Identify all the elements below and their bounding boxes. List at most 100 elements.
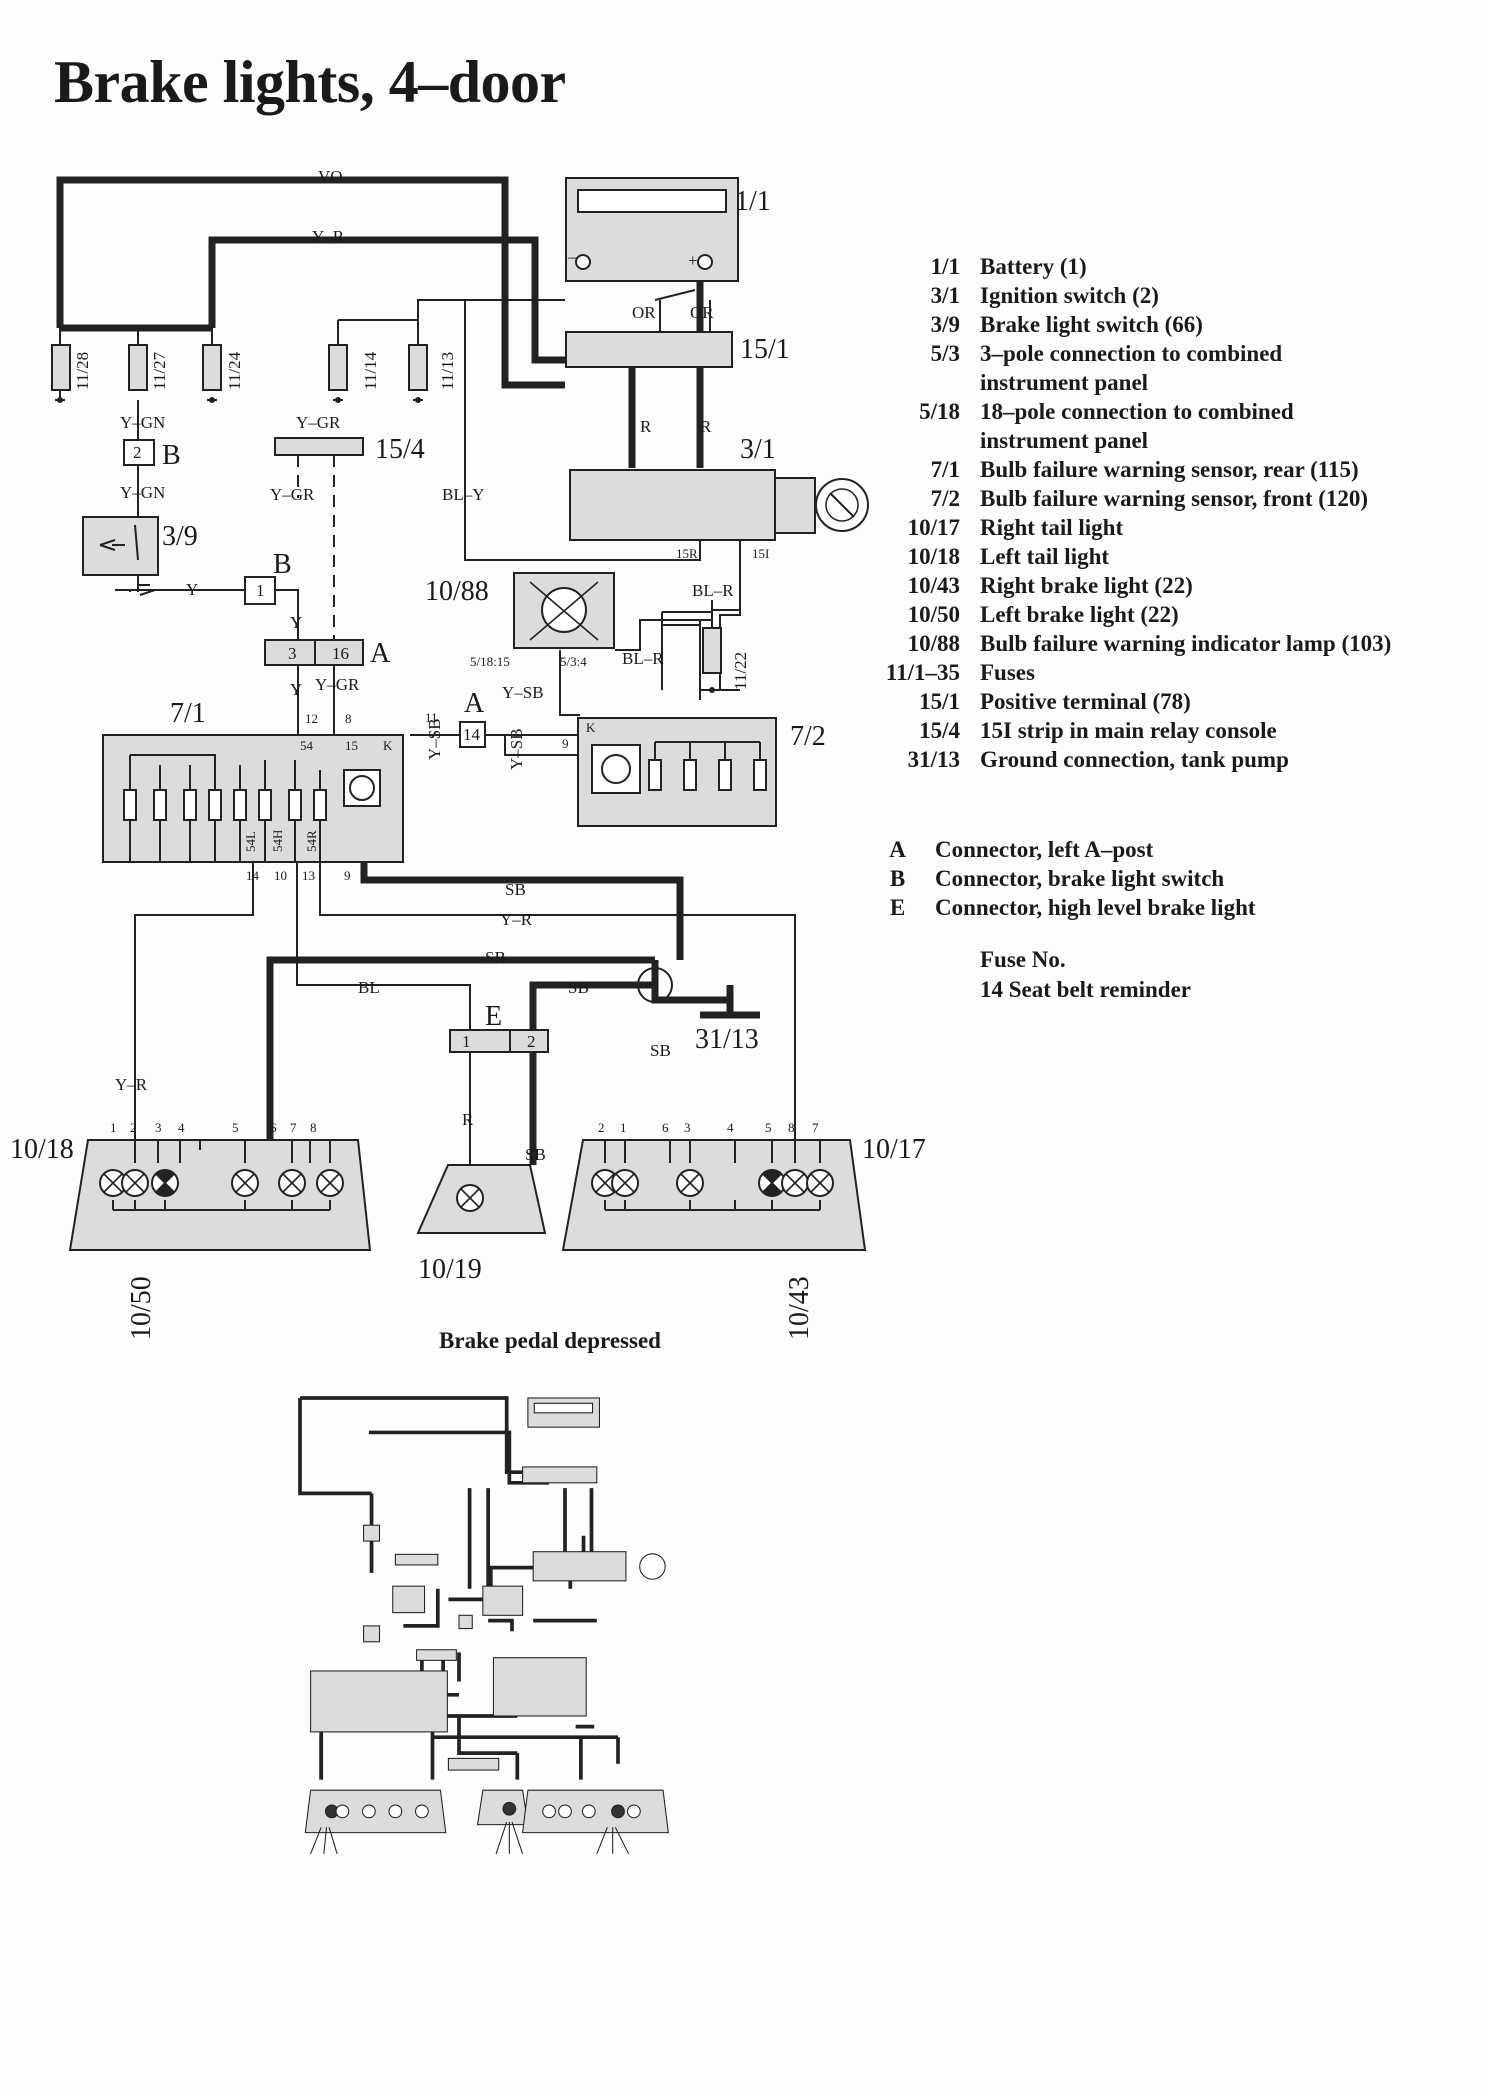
svg-text:11/27: 11/27 [150,351,169,390]
wire-bly: BL–Y [442,485,485,504]
left-tail-pin: 4 [178,1120,185,1135]
left-tail-pin: 6 [270,1120,277,1135]
pin-54: 54 [300,738,314,753]
brake-light-switch [82,516,159,576]
fuse-note: Fuse No. 14 Seat belt reminder [980,945,1191,1005]
connector-code: E [889,895,906,920]
legend-desc: Right brake light (22) [980,573,1193,598]
right-tail-bulb [611,1169,639,1197]
svg-text:2: 2 [133,443,142,462]
positive-terminal [565,331,733,368]
legend-code: 5/3 [930,341,960,366]
connector-b: 2 [123,439,155,466]
ground-symbol [637,967,760,1019]
svg-text:11/14: 11/14 [361,351,380,390]
legend-desc: Battery (1) [980,254,1087,279]
subtitle: Brake pedal depressed [439,1328,661,1353]
wire-y2: Y [290,613,302,632]
legend-desc: Ignition switch (2) [980,283,1159,308]
battery-plus: + [688,251,698,270]
pin-11: 11 [425,710,438,725]
connector-code: A [889,837,906,862]
wire-ygr3: Y–GR [315,675,360,694]
legend-code: 3/1 [930,283,960,308]
warning-lamp [513,572,615,649]
legend-desc: Right tail light [980,515,1124,540]
left-tail-pin: 5 [232,1120,239,1135]
connector-row: A Connector, left A–post [860,835,1256,864]
legend-desc: Left tail light [980,544,1110,569]
pin-5-18: 5/18:15 [470,654,510,669]
wire-ygr2: Y–GR [270,485,315,504]
left-tail-bulb [316,1169,344,1197]
wire-yr3: Y–R [115,1075,148,1094]
pin-13: 13 [302,868,315,883]
pin-15i: 15I [752,546,769,561]
pin-9: 9 [344,868,351,883]
left-tail-bulb [278,1169,306,1197]
legend-code: 5/18 [919,399,960,424]
legend-desc: Ground connection, tank pump [980,747,1289,772]
letter-b2: B [273,549,292,580]
ignition-switch [569,469,869,541]
right-tail-bulb [806,1169,834,1197]
wire-r3: R [462,1110,474,1129]
legend-code: 11/1–35 [885,660,960,685]
depressed-diagram [298,1396,669,1855]
right-tail-pin: 8 [788,1120,795,1135]
connector-desc: Connector, left A–post [935,837,1154,862]
pin-9-72: 9 [562,736,569,751]
connector-e: 1 2 [449,1029,549,1053]
fuse-11-27: 11/27 [128,344,169,391]
wire-r1: R [640,417,652,436]
legend-desc-cont: instrument panel [980,428,1149,453]
left-tail-bulb [231,1169,259,1197]
left-tail-bulb [121,1169,149,1197]
pin-54l: 54L [243,831,258,852]
legend-desc-cont: instrument panel [980,370,1149,395]
legend-code: 15/1 [919,689,960,714]
pin-5-3: 5/3:4 [560,654,587,669]
pin-15r: 15R [676,546,698,561]
label-brake-switch: 3/9 [162,521,198,552]
legend-row: 1/1 Battery (1) [860,252,1489,281]
wire-blr2: BL–R [622,649,664,668]
wire-ygr1: Y–GR [296,413,341,432]
legend-code: 10/88 [907,631,960,656]
legend-desc: Positive terminal (78) [980,689,1191,714]
legend-code: 31/13 [907,747,960,772]
left-tail-pin: 1 [110,1120,117,1135]
wire-sb4: SB [650,1041,671,1060]
label-hl-brake: 10/19 [418,1254,482,1285]
label-sensor-rear: 7/1 [170,698,206,729]
connector-a: 3 16 [264,639,364,666]
label-right-tail: 10/17 [862,1134,926,1165]
svg-text:11/28: 11/28 [73,352,92,390]
label-right-brake: 10/43 [784,1276,815,1340]
left-tail-pin: 3 [155,1120,162,1135]
legend-row: 31/13 Ground connection, tank pump [860,745,1489,774]
wire-ysb2: Y–SB [425,718,444,760]
left-tail-pin: 7 [290,1120,297,1135]
wire-bl: BL [358,978,380,997]
fuse-11-14: 11/14 [328,344,380,403]
right-tail-pin: 3 [684,1120,691,1135]
wire-vo: VO [318,167,343,186]
left-tail-pin: 2 [130,1120,137,1135]
legend-code: 1/1 [930,254,960,279]
wires-thick [56,176,730,1165]
pin-k: K [383,738,393,753]
high-level-bulb [456,1184,484,1212]
right-tail-light [561,1139,867,1251]
strip-15i [274,437,364,456]
wire-sb1: SB [505,880,526,899]
wire-or2: OR [690,303,714,322]
